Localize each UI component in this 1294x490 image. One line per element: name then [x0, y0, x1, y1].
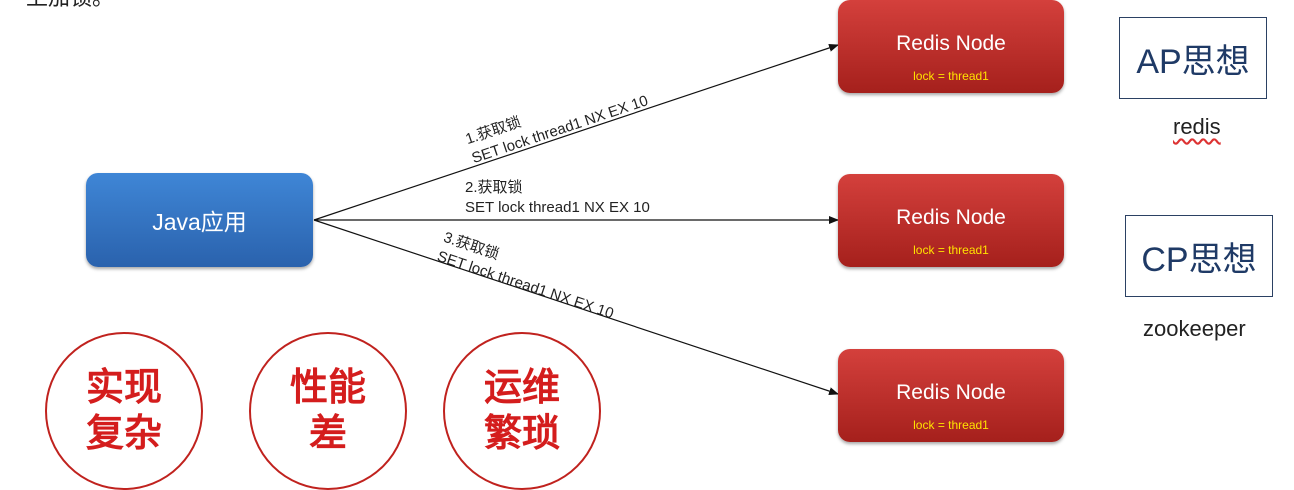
redis-node-title: Redis Node	[896, 206, 1006, 229]
drawback-line-1: 性能	[289, 367, 366, 409]
arrow-to-node-1	[313, 44, 839, 221]
ap-concept-box: AP思想	[1119, 17, 1267, 99]
cp-concept-label: CP思想	[1141, 240, 1257, 279]
redis-node-lock: lock = thread1	[913, 418, 989, 432]
drawback-line-1: 实现	[85, 367, 162, 409]
java-app-node: Java应用	[86, 173, 313, 267]
redis-node-1: Redis Node lock = thread1	[838, 0, 1064, 93]
partial-heading-text: 上加锁。	[26, 0, 114, 10]
ap-concept-label: AP思想	[1136, 42, 1250, 81]
drawback-line-2: 差	[308, 413, 347, 455]
arrow-step: 2.获取锁	[465, 179, 523, 196]
cp-tech-label: zookeeper	[1143, 316, 1246, 341]
redis-node-title: Redis Node	[896, 381, 1006, 404]
drawback-line-2: 繁琐	[483, 413, 560, 455]
ap-tech-label: redis	[1173, 114, 1221, 139]
redis-node-title: Redis Node	[896, 32, 1006, 55]
redis-node-lock: lock = thread1	[913, 243, 989, 257]
arrow-command: SET lock thread1 NX EX 10	[465, 199, 650, 216]
drawback-circle-3: 运维 繁琐	[443, 332, 601, 490]
cp-concept-box: CP思想	[1125, 215, 1273, 297]
redis-node-2: Redis Node lock = thread1	[838, 174, 1064, 267]
drawback-line-2: 复杂	[85, 413, 162, 455]
drawback-circle-1: 实现 复杂	[45, 332, 203, 490]
drawback-circle-2: 性能 差	[249, 332, 407, 490]
redis-node-lock: lock = thread1	[913, 69, 989, 83]
arrow-to-node-3	[313, 219, 839, 395]
java-app-label: Java应用	[152, 209, 247, 235]
redis-node-3: Redis Node lock = thread1	[838, 349, 1064, 442]
drawback-line-1: 运维	[483, 367, 560, 409]
arrow-label-2: 2.获取锁 SET lock thread1 NX EX 10	[465, 178, 650, 218]
